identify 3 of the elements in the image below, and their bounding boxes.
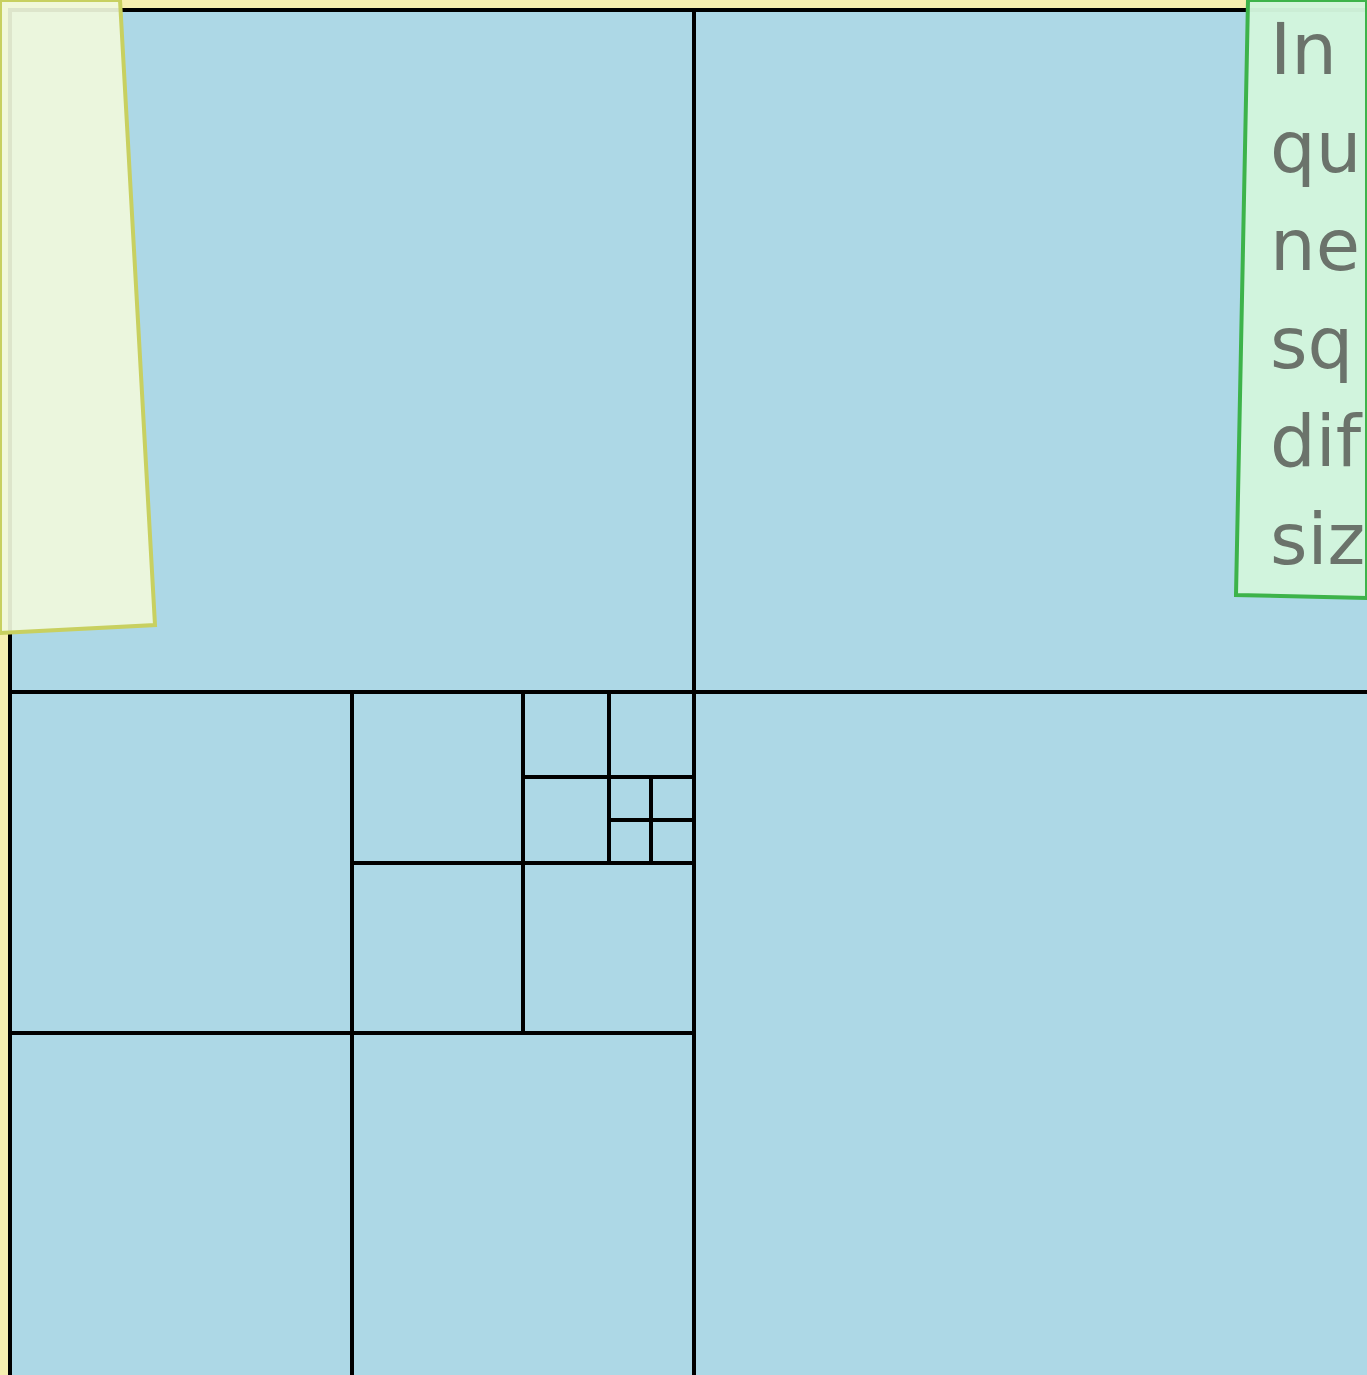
sticky-note: [1234, 0, 1367, 600]
sticky-note: [0, 0, 160, 636]
note-text: In qu ne sq dif siz: [1270, 6, 1367, 583]
